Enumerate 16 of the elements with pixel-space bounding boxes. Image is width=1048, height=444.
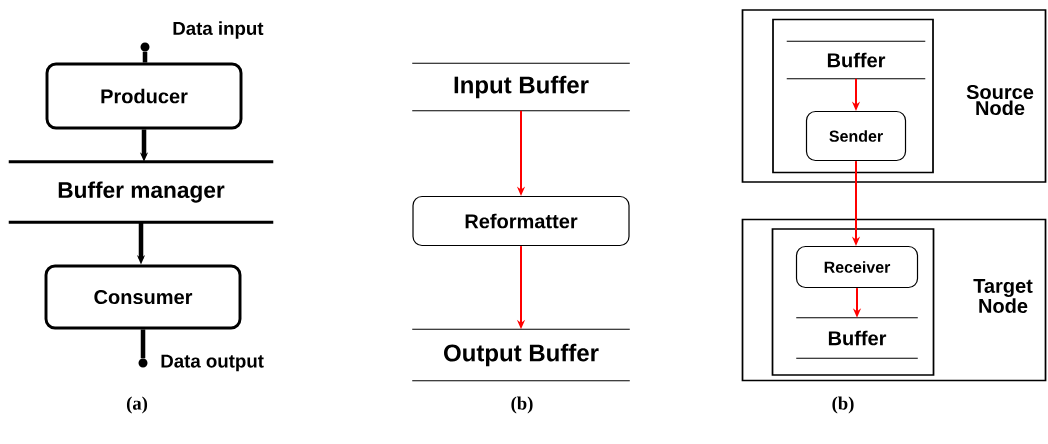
buffer-band: Input Buffer [411, 62, 631, 112]
process-box: Reformatter [412, 195, 630, 247]
terminal-label: Data input [173, 21, 264, 39]
process-box: Sender [805, 110, 907, 162]
container-box [771, 228, 935, 376]
process-box: Producer [45, 62, 243, 130]
buffer-band: Buffer [786, 40, 926, 80]
panel-label: (a) [126, 396, 148, 414]
process-box: Consumer [44, 264, 242, 330]
process-box: Receiver [795, 245, 919, 289]
terminal-label: Data output [161, 354, 264, 372]
buffer-band: Output Buffer [411, 328, 631, 382]
panel-label: (b) [832, 396, 854, 414]
buffer-band: Buffer [795, 317, 919, 359]
container-box [772, 18, 934, 174]
buffer-band: Buffer manager [8, 160, 274, 224]
